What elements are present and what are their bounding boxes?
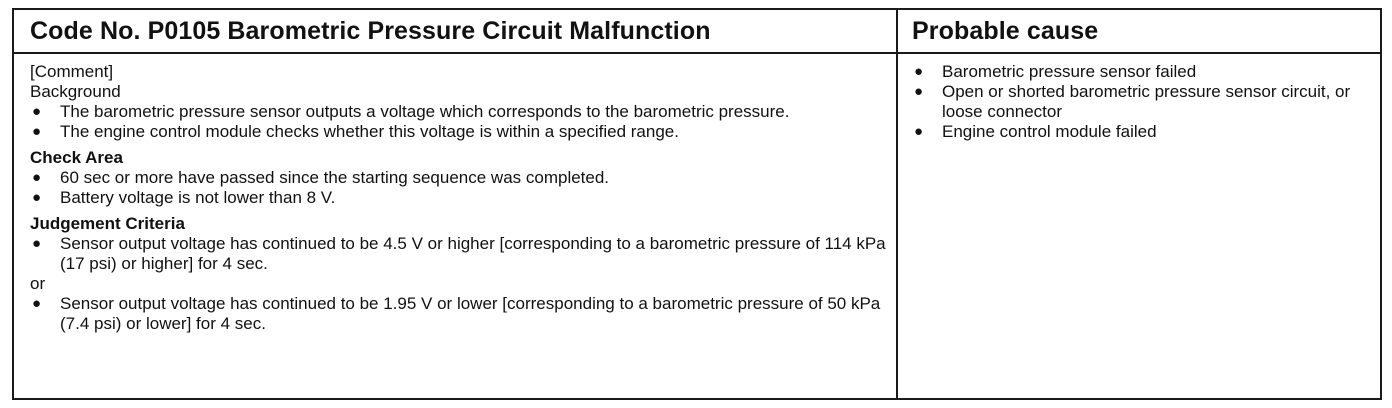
check-area-item-text: 60 sec or more have passed since the sta…	[60, 168, 610, 187]
bullet-icon: ●	[32, 235, 42, 252]
background-list: ● The barometric pressure sensor outputs…	[30, 102, 886, 142]
bullet-icon: ●	[32, 189, 42, 206]
list-item: ● 60 sec or more have passed since the s…	[30, 168, 886, 188]
check-area-title: Check Area	[30, 148, 123, 167]
probable-cause-title: Probable cause	[912, 17, 1099, 45]
judgement-list-2: ● Sensor output voltage has continued to…	[30, 294, 886, 334]
list-item: ● Sensor output voltage has continued to…	[30, 234, 886, 274]
list-item: ● Barometric pressure sensor failed	[912, 62, 1372, 82]
malfunction-table: Code No. P0105 Barometric Pressure Circu…	[12, 8, 1382, 400]
cause-item-text: Open or shorted barometric pressure sens…	[942, 82, 1351, 121]
list-item: ● The barometric pressure sensor outputs…	[30, 102, 886, 122]
cause-item-text: Barometric pressure sensor failed	[942, 62, 1197, 81]
list-item: ● The engine control module checks wheth…	[30, 122, 886, 142]
list-item: ● Sensor output voltage has continued to…	[30, 294, 886, 334]
comment-section: [Comment] Background ● The barometric pr…	[30, 62, 886, 334]
bullet-icon: ●	[32, 103, 42, 120]
check-area-item-text: Battery voltage is not lower than 8 V.	[60, 188, 336, 207]
bullet-icon: ●	[914, 83, 924, 100]
bullet-icon: ●	[914, 63, 924, 80]
judgement-item-text: Sensor output voltage has continued to b…	[60, 294, 881, 333]
list-item: ● Battery voltage is not lower than 8 V.	[30, 188, 886, 208]
comment-label: [Comment]	[30, 62, 114, 81]
list-item: ● Engine control module failed	[912, 122, 1372, 142]
probable-cause-list: ● Barometric pressure sensor failed ● Op…	[912, 62, 1372, 142]
bullet-icon: ●	[32, 169, 42, 186]
check-area-list: ● 60 sec or more have passed since the s…	[30, 168, 886, 208]
cause-item-text: Engine control module failed	[942, 122, 1157, 141]
probable-cause-section: ● Barometric pressure sensor failed ● Op…	[912, 62, 1372, 142]
bullet-icon: ●	[32, 295, 42, 312]
background-label: Background	[30, 82, 121, 101]
background-item-text: The engine control module checks whether…	[60, 122, 679, 141]
bullet-icon: ●	[32, 123, 42, 140]
judgement-list-1: ● Sensor output voltage has continued to…	[30, 234, 886, 274]
judgement-criteria-title: Judgement Criteria	[30, 214, 185, 233]
or-label: or	[30, 274, 46, 293]
judgement-item-text: Sensor output voltage has continued to b…	[60, 234, 886, 273]
background-item-text: The barometric pressure sensor outputs a…	[60, 102, 790, 121]
bullet-icon: ●	[914, 123, 924, 140]
list-item: ● Open or shorted barometric pressure se…	[912, 82, 1372, 122]
header-rule	[14, 52, 1380, 54]
code-title: Code No. P0105 Barometric Pressure Circu…	[30, 17, 711, 45]
column-divider	[896, 10, 898, 398]
